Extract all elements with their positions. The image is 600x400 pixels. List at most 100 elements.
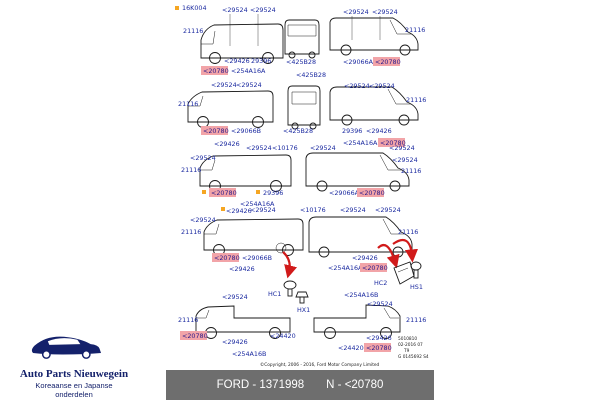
label-29426: <29426: [352, 254, 378, 262]
legend-code: 16K004: [182, 4, 207, 12]
label-21116: 21116: [406, 96, 426, 104]
label-29524: <29524: [236, 81, 262, 89]
label-29524: <29524: [389, 144, 415, 152]
label-254A16B: <254A16B: [232, 350, 266, 358]
doc-code: 5010810: [398, 336, 417, 342]
highlight-box: [378, 138, 405, 147]
label-21116: 21116: [181, 228, 201, 236]
label-425B28: <425B28: [296, 71, 326, 79]
van-6: [305, 152, 410, 192]
label-29066A: <29066A: [343, 58, 374, 66]
label-20780: <20780: [366, 344, 392, 352]
label-21116: 21116: [178, 316, 198, 324]
label-hc2: HC2: [374, 279, 387, 287]
doc-code: 02-2016 07: [398, 342, 423, 348]
company-logo: [31, 336, 102, 359]
label-29524: <29524: [246, 144, 272, 152]
label-20780: <20780: [359, 189, 385, 197]
label-21116: 21116: [181, 166, 201, 174]
label-29524: <29524: [343, 8, 369, 16]
van-rear-2: [287, 85, 321, 130]
footer-bar: FORD - 1371998 N - <20780: [166, 370, 434, 400]
van-8: [308, 216, 413, 258]
label-21116: 21116: [401, 167, 421, 175]
label-20780: <20780: [203, 127, 229, 135]
label-29524: <29524: [375, 206, 401, 214]
label-29524: <29524: [222, 293, 248, 301]
doc-code: G 0145692 S4: [398, 354, 429, 360]
label-29524: <29524: [190, 154, 216, 162]
label-29396: 29396: [342, 127, 362, 135]
label-10176: <10176: [272, 144, 298, 152]
label-425B28: <425B28: [286, 58, 316, 66]
label-29524: <29524: [372, 8, 398, 16]
pickup-1: [195, 305, 291, 339]
label-29066B: <29066B: [242, 254, 272, 262]
van-3: [187, 90, 274, 128]
van-rear-1: [284, 19, 320, 59]
van-1: [200, 23, 284, 64]
label-254A16A: <254A16A: [328, 264, 363, 272]
highlight-box: [364, 343, 391, 352]
label-20780: <20780: [203, 67, 229, 75]
label-29426: <29426: [222, 338, 248, 346]
label-29524: <29524: [190, 216, 216, 224]
van-4: [329, 86, 419, 126]
highlight-box: [180, 331, 207, 340]
label-29426: <29426: [226, 207, 252, 215]
label-24420: <24420: [270, 332, 296, 340]
bolt-hx1: [295, 291, 309, 304]
label-20780: <20780: [380, 139, 406, 147]
label-29524: <29524: [250, 6, 276, 14]
van-7: [203, 218, 304, 256]
label-24420: <24420: [338, 344, 364, 352]
legend-marker: [175, 6, 179, 10]
legend-marker: [202, 190, 206, 194]
logo-subtitle-2: onderdelen: [55, 390, 93, 399]
bolt-hc1: [283, 280, 297, 297]
label-29524: <29524: [250, 206, 276, 214]
label-29426: <29426: [224, 57, 250, 65]
label-hc1: HC1: [268, 290, 281, 298]
label-20780: <20780: [214, 254, 240, 262]
footer-part-number: FORD - 1371998: [216, 379, 305, 391]
label-29426: <29426: [214, 140, 240, 148]
label-29524: <29524: [344, 82, 370, 90]
label-29524: <29524: [222, 6, 248, 14]
legend-marker: [256, 190, 260, 194]
label-10176: <10176: [300, 206, 326, 214]
label-20780: <20780: [182, 332, 208, 340]
label-29524: <29524: [392, 156, 418, 164]
label-425B28: <425B28: [283, 127, 313, 135]
label-29396: 29396: [251, 57, 271, 65]
label-20780: <20780: [211, 189, 237, 197]
label-hs1: HS1: [410, 283, 423, 291]
label-29066B: <29066B: [231, 127, 261, 135]
label-29396: 29396: [263, 189, 283, 197]
label-21116: 21116: [406, 316, 426, 324]
label-21116: 21116: [178, 100, 198, 108]
highlight-box: [357, 188, 384, 197]
copyright: ©Copyright, 2006 - 2016, Ford Motor Comp…: [260, 361, 380, 368]
footer-note: N - <20780: [326, 379, 384, 391]
doc-code: T9: [403, 348, 410, 354]
label-29524: <29524: [367, 300, 393, 308]
label-254A16A: <254A16A: [231, 67, 266, 75]
label-29426: <29426: [366, 127, 392, 135]
label-20780: <20780: [375, 58, 401, 66]
label-29426: <29426: [229, 265, 255, 273]
bolt-hs1: [410, 261, 422, 279]
highlight-box: [201, 66, 228, 75]
highlight-box: [373, 57, 400, 66]
label-29524: <29524: [369, 82, 395, 90]
label-20780: <20780: [362, 264, 388, 272]
highlight-box: [360, 263, 387, 272]
label-hx1: HX1: [297, 306, 310, 314]
highlight-box: [212, 253, 239, 262]
legend-marker: [221, 207, 225, 211]
label-21116: 21116: [398, 228, 418, 236]
label-21116: 21116: [405, 26, 425, 34]
label-254A16B: <254A16B: [344, 291, 378, 299]
label-29426: <29426: [366, 334, 392, 342]
